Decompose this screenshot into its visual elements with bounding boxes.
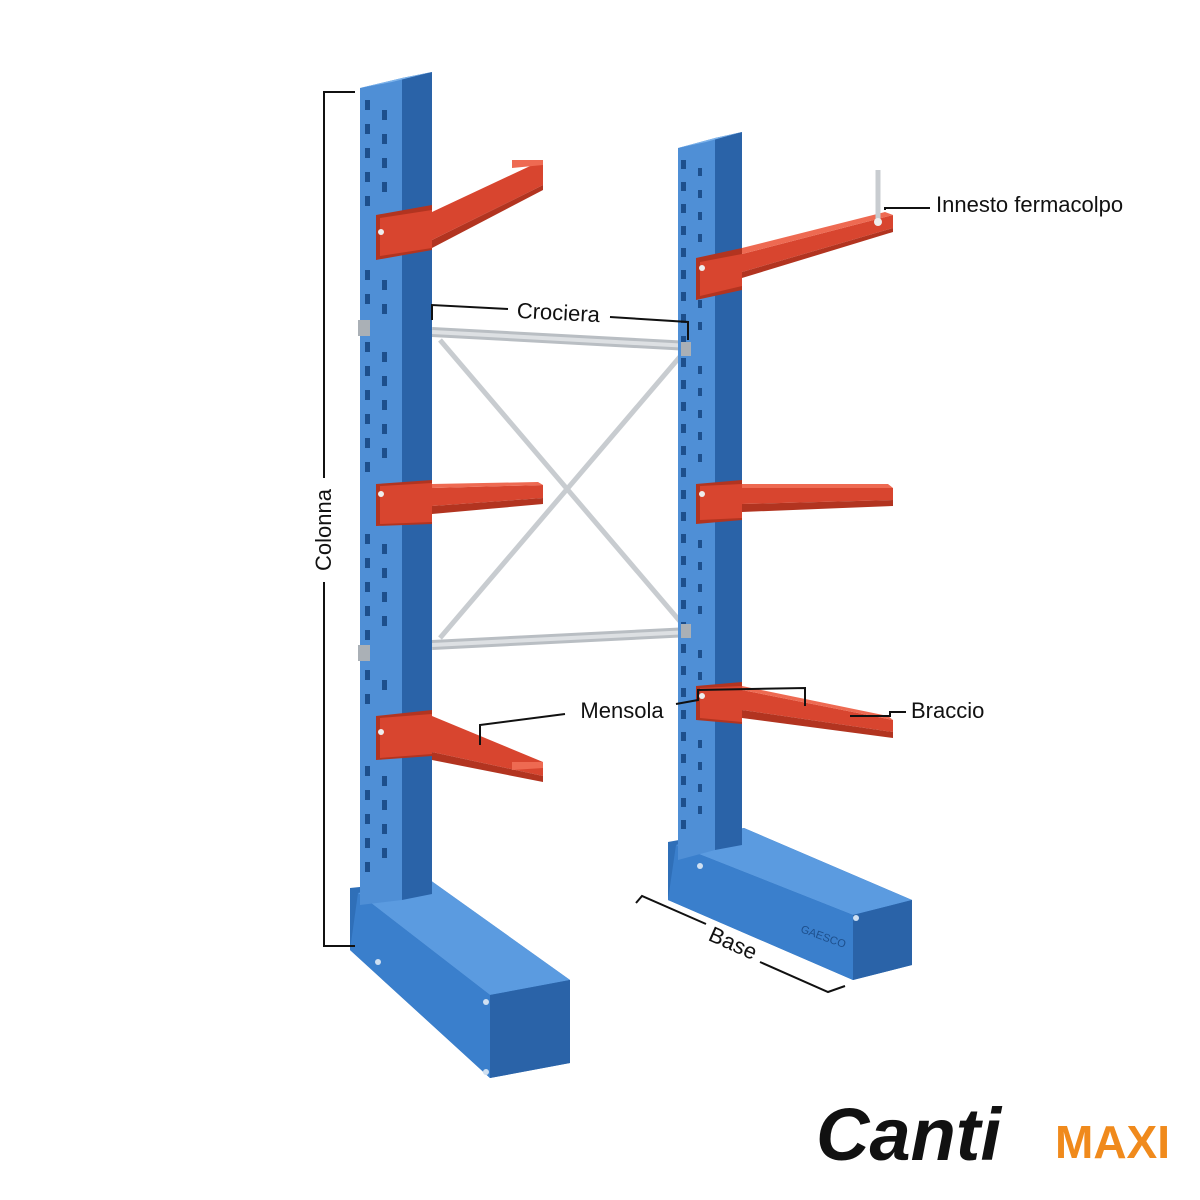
crociera-callout: Crociera xyxy=(431,298,689,340)
arm-left-top xyxy=(376,160,543,260)
column-left-holes xyxy=(365,100,387,872)
colonna-bracket-bottom xyxy=(323,582,355,947)
innesto-leader xyxy=(884,207,930,210)
base-leader-right xyxy=(759,961,846,994)
arm-right-top xyxy=(696,170,893,300)
crociera-leader-left xyxy=(431,303,509,320)
brand-maxi: MAXI xyxy=(1055,1116,1170,1168)
mensola-callout: Mensola xyxy=(479,686,806,745)
column-right-holes xyxy=(681,160,702,829)
base-left xyxy=(350,880,570,1078)
label-innesto-fermacolpo: Innesto fermacolpo xyxy=(936,192,1123,217)
braccio-callout: Braccio xyxy=(850,698,984,723)
arm-right-middle xyxy=(696,480,893,524)
label-colonna: Colonna xyxy=(311,488,336,571)
braccio-leader xyxy=(850,711,906,717)
cross-bracing xyxy=(431,327,691,650)
arm-left-middle xyxy=(376,480,543,526)
innesto-fermacolpo-callout: Innesto fermacolpo xyxy=(884,192,1123,217)
brand-canti: Canti xyxy=(816,1093,1002,1176)
arm-left-bottom xyxy=(376,710,543,782)
colonna-bracket-top xyxy=(323,91,355,478)
colonna-callout: Colonna xyxy=(311,91,355,947)
base-leader-left xyxy=(635,894,707,925)
arm-right-bottom xyxy=(696,682,893,738)
label-crociera: Crociera xyxy=(516,298,601,327)
column-left xyxy=(358,72,432,905)
label-braccio: Braccio xyxy=(911,698,984,723)
crociera-leader-right xyxy=(609,316,689,340)
mensola-leader-left xyxy=(479,713,566,745)
label-mensola: Mensola xyxy=(580,698,664,723)
mensola-leader-right xyxy=(675,686,806,706)
brand-logo: Canti MAXI xyxy=(816,1093,1170,1176)
base-right: GAESCO xyxy=(668,828,912,980)
